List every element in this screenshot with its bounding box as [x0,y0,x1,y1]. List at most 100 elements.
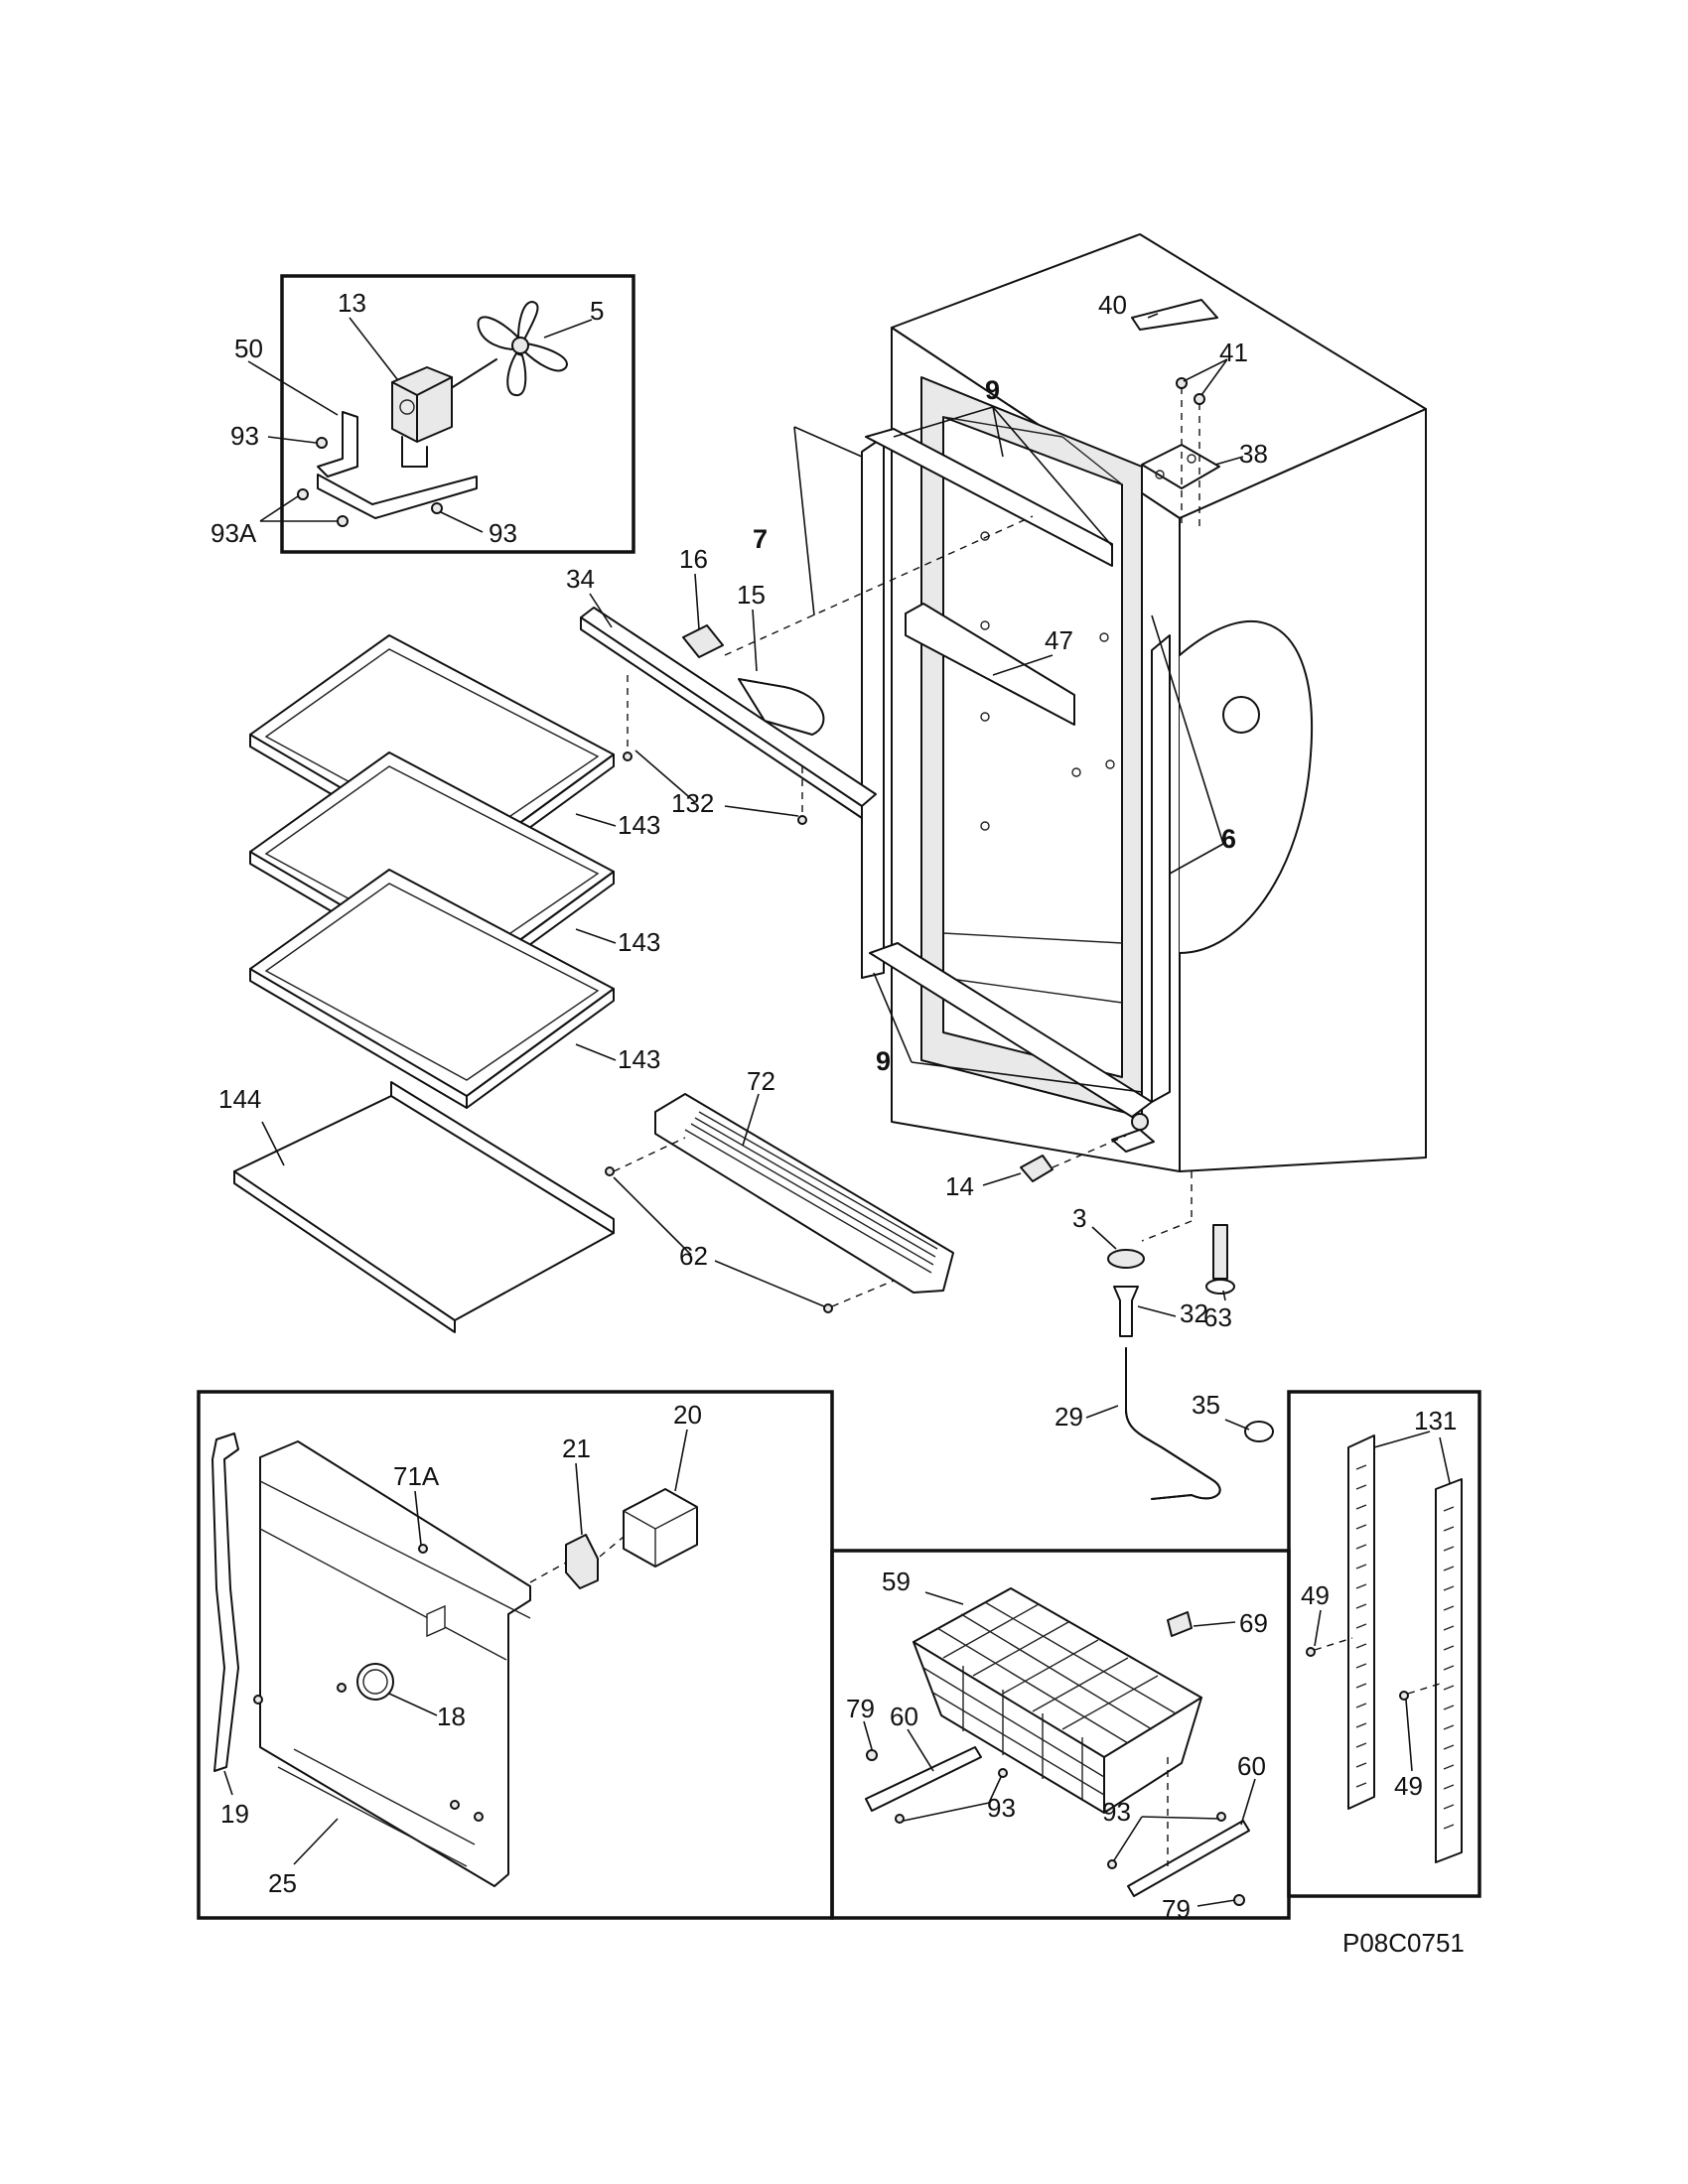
hinge-cover [1131,299,1218,331]
callout-60: 60 [1237,1751,1266,1781]
callout-131: 131 [1414,1406,1457,1435]
callout-47: 47 [1045,625,1073,655]
drain-tube [1113,1286,1139,1337]
motor-shaft [444,358,497,393]
screw-icon [1107,1859,1117,1869]
door-gasket-right [1151,634,1171,1103]
screw-icon [450,1800,460,1810]
callout-60: 60 [890,1702,918,1731]
screw-icon [998,1768,1008,1778]
callout-93: 93 [230,421,259,451]
hose-clamp [1244,1421,1274,1442]
callout-25: 25 [268,1868,297,1898]
shelf-support [905,603,1075,726]
screw-icon [623,751,633,761]
callout-9-bottom: 9 [876,1046,891,1076]
screw-icon [895,1814,905,1824]
bottom-shelf [233,1081,615,1333]
callout-72: 72 [747,1066,775,1096]
callout-9-top: 9 [985,375,1000,405]
callout-18: 18 [437,1702,466,1731]
defrost-timer [565,1534,599,1589]
screw-icon [797,815,807,825]
screw-icon [474,1812,484,1822]
basket-inset-frame [830,1549,1291,1920]
callout-6: 6 [1221,824,1236,854]
screw-icon [1216,1812,1226,1822]
callout-41: 41 [1219,338,1248,367]
callout-13: 13 [338,288,366,318]
callout-16: 16 [679,544,708,574]
light-bulb [738,678,825,736]
basket-slide-left [865,1746,982,1812]
screw-icon [1399,1691,1409,1701]
shelf-bracket-inset-frame [1287,1390,1481,1898]
shelf-bracket-inset [1287,1390,1481,1898]
door-switch [1020,1135,1127,1182]
callout-63: 63 [1203,1302,1232,1332]
callout-14: 14 [945,1171,974,1201]
door-swing-panel [1179,619,1314,954]
screw-icon [866,1749,878,1761]
callout-50: 50 [234,334,263,363]
callout-21: 21 [562,1433,591,1463]
callout-49: 49 [1301,1580,1330,1610]
screw-icon [418,1544,428,1554]
basket-inset [830,1549,1291,1920]
wire-basket [913,1587,1202,1814]
shelf-bracket-strip-left [1347,1434,1375,1810]
timer-cover [623,1488,698,1568]
drain-assembly [1107,1249,1274,1500]
callout-69: 69 [1239,1608,1268,1638]
callout-59: 59 [882,1567,911,1596]
screw-icon [431,502,443,514]
screw-icon [337,515,349,527]
light-shield [580,607,877,807]
callout-143-bottom: 143 [618,1044,660,1074]
screw-icon [1233,1894,1245,1906]
motor-bracket-upright [317,411,358,478]
screw-icon [253,1695,263,1705]
shelf-bracket-strip-right [1435,1478,1463,1863]
callout-93a: 93A [211,518,257,548]
evaporator-cover [259,1440,531,1887]
screw-icon [605,1166,615,1176]
callout-3: 3 [1072,1203,1086,1233]
freezer-cabinet [861,233,1427,1242]
callout-49: 49 [1394,1771,1423,1801]
screw-icon [316,437,328,449]
callout-79: 79 [846,1694,875,1723]
basket-clip [1167,1611,1193,1637]
callout-93: 93 [987,1793,1016,1823]
wire-shelves [233,634,615,1333]
screw-icon [337,1683,347,1693]
callout-93: 93 [489,518,517,548]
fan-motor [391,366,453,468]
fan-blade [477,301,568,396]
callout-144: 144 [218,1084,261,1114]
drain-cap [1107,1249,1145,1269]
callout-143-middle: 143 [618,927,660,957]
screw-icon [297,488,309,500]
door-gasket-left [861,436,885,979]
fan-motor-inset: 13 5 50 93 93A 93 [211,274,635,554]
breaker-strip-bottom [869,942,1153,1118]
leveling-leg [1205,1224,1235,1295]
callout-5: 5 [590,296,604,326]
callout-71a: 71A [393,1461,440,1491]
callout-7: 7 [753,524,768,554]
drawing-code: P08C0751 [1342,1928,1465,1958]
callout-15: 15 [737,580,766,610]
callout-38: 38 [1239,439,1268,469]
callout-40: 40 [1098,290,1127,320]
evaporator-cover-inset [197,1390,834,1920]
motor-bracket-base [317,474,478,519]
callout-32: 32 [1180,1298,1208,1328]
light-socket [682,624,724,658]
callout-34: 34 [566,564,595,594]
callout-62: 62 [679,1241,708,1271]
trim-strip [211,1433,239,1772]
fan-motor-inset-frame [280,274,635,554]
screw-icon [1194,393,1205,405]
